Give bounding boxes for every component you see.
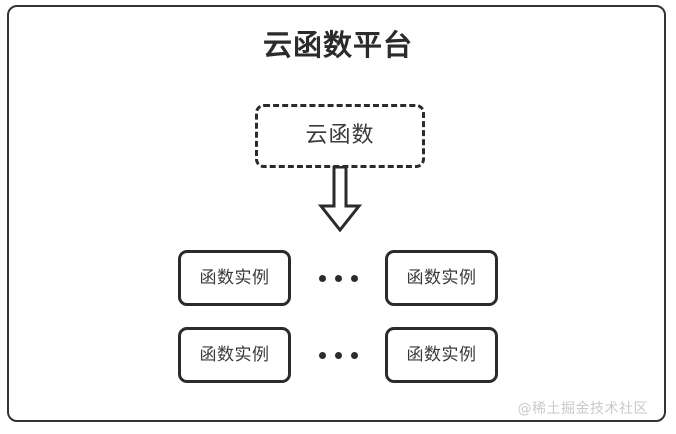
down-arrow-icon <box>317 166 363 232</box>
function-instance-box: 函数实例 <box>178 327 291 383</box>
ellipsis-dot <box>334 274 342 282</box>
ellipsis-separator <box>291 274 385 282</box>
ellipsis-separator <box>291 351 385 359</box>
function-instance-label: 函数实例 <box>199 267 270 288</box>
ellipsis-dot <box>350 351 358 359</box>
instance-row-2: 函数实例 函数实例 <box>0 327 676 383</box>
instance-row-1: 函数实例 函数实例 <box>0 250 676 306</box>
cloud-function-label: 云函数 <box>305 123 375 148</box>
cloud-function-node: 云函数 <box>255 104 425 168</box>
function-instance-label: 函数实例 <box>199 344 270 365</box>
ellipsis-dot <box>334 351 342 359</box>
function-instance-label: 函数实例 <box>406 267 477 288</box>
ellipsis-dot <box>350 274 358 282</box>
function-instance-box: 函数实例 <box>385 250 498 306</box>
function-instance-box: 函数实例 <box>385 327 498 383</box>
ellipsis-dot <box>318 351 326 359</box>
page-title: 云函数平台 <box>262 28 413 62</box>
watermark: @稀土掘金技术社区 <box>517 401 648 417</box>
function-instance-box: 函数实例 <box>178 250 291 306</box>
ellipsis-dot <box>318 274 326 282</box>
function-instance-label: 函数实例 <box>406 344 477 365</box>
